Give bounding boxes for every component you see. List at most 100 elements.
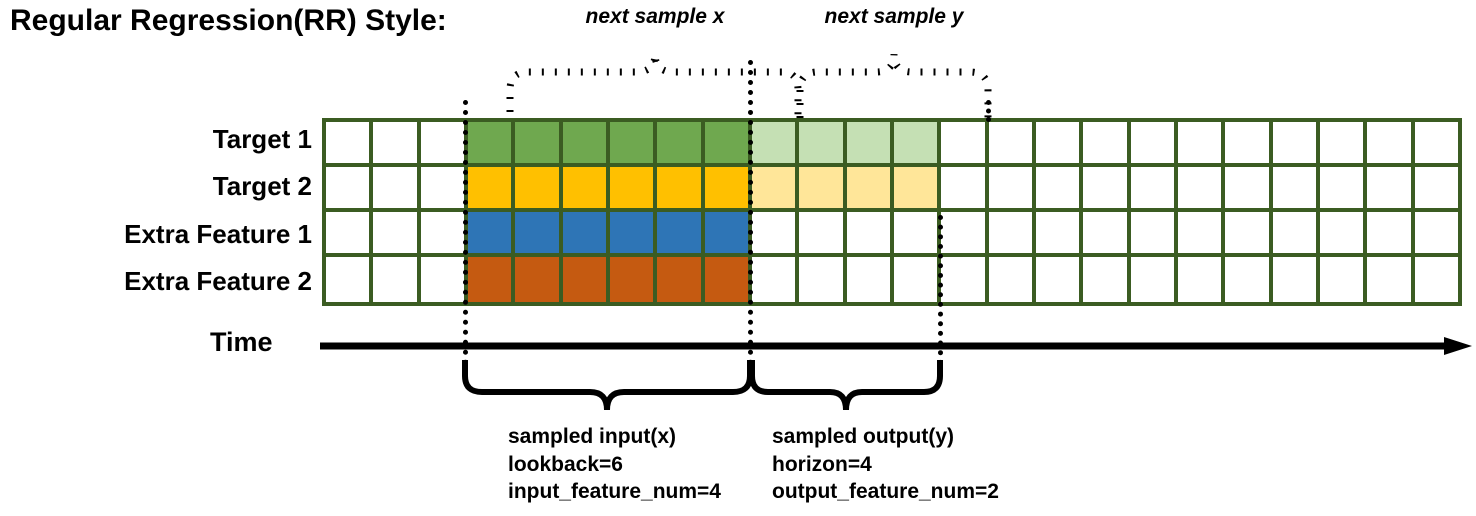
timeseries-grid: [322, 118, 1462, 306]
grid-cell-extra-feature-1-output-11: [846, 212, 894, 257]
grid-cell-extra-feature-2-blank-19: [1225, 257, 1273, 302]
grid-row-target-1: [326, 122, 1458, 167]
grid-cell-extra-feature-2-blank-18: [1177, 257, 1226, 302]
grid-cell-extra-feature-1-blank-1: [373, 212, 421, 257]
grid-cell-extra-feature-1-blank-20: [1272, 212, 1320, 257]
annotation-next-sample-y: next sample y: [824, 5, 964, 28]
grid-cell-extra-feature-2-output-12: [893, 257, 942, 302]
grid-cell-target-2-blank-17: [1130, 167, 1178, 212]
grid-cell-target-2-input-8: [704, 167, 752, 212]
grid-cell-extra-feature-2-input-8: [704, 257, 752, 302]
grid-cell-extra-feature-2-blank-1: [373, 257, 421, 302]
grid-cell-extra-feature-1-blank-22: [1367, 212, 1415, 257]
grid-cell-target-1-blank-22: [1367, 122, 1415, 167]
grid-cell-extra-feature-2-blank-16: [1083, 257, 1131, 302]
annotation-next-sample-x: next sample x: [585, 5, 725, 28]
grid-cell-extra-feature-1-input-6: [609, 212, 658, 257]
grid-cell-target-2-input-3: [467, 167, 516, 212]
grid-cell-target-2-blank-22: [1367, 167, 1415, 212]
grid-cell-target-1-blank-0: [326, 122, 374, 167]
grid-cell-target-1-blank-21: [1319, 122, 1368, 167]
grid-row-target-2: [326, 167, 1458, 212]
sampled-output-line-1: sampled output(y): [772, 425, 954, 448]
grid-cell-target-2-blank-1: [373, 167, 421, 212]
grid-cell-target-1-input-3: [467, 122, 516, 167]
grid-cell-extra-feature-1-blank-13: [941, 212, 989, 257]
grid-cell-target-1-input-8: [704, 122, 752, 167]
grid-cell-extra-feature-1-output-10: [799, 212, 847, 257]
grid-cell-extra-feature-2-input-6: [609, 257, 658, 302]
grid-cell-target-2-blank-16: [1083, 167, 1131, 212]
grid-cell-target-2-input-7: [657, 167, 705, 212]
grid-cell-extra-feature-2-output-9: [751, 257, 800, 302]
grid-cell-extra-feature-2-output-10: [799, 257, 847, 302]
grid-cell-target-2-output-10: [799, 167, 847, 212]
time-axis-label: Time: [210, 327, 273, 357]
grid-cell-target-2-output-11: [846, 167, 894, 212]
grid-cell-extra-feature-1-blank-2: [420, 212, 468, 257]
grid-cell-extra-feature-1-blank-14: [988, 212, 1036, 257]
grid-cell-target-1-blank-14: [988, 122, 1036, 167]
grid-cell-extra-feature-1-blank-21: [1319, 212, 1368, 257]
grid-cell-extra-feature-1-blank-23: [1414, 212, 1458, 257]
guide-line-output-end: [938, 215, 943, 365]
grid-cell-target-1-output-10: [799, 122, 847, 167]
grid-cell-target-2-input-4: [515, 167, 563, 212]
grid-cell-target-2-blank-2: [420, 167, 468, 212]
grid-cell-extra-feature-2-input-7: [657, 257, 705, 302]
grid-cell-extra-feature-1-blank-15: [1035, 212, 1084, 257]
grid-cell-extra-feature-1-input-5: [562, 212, 610, 257]
grid-cell-target-1-input-6: [609, 122, 658, 167]
grid-cell-extra-feature-2-blank-15: [1035, 257, 1084, 302]
grid-cell-extra-feature-2-input-4: [515, 257, 563, 302]
guide-line-input-end: [748, 60, 753, 365]
grid-cell-target-1-blank-18: [1177, 122, 1226, 167]
sampled-input-line-1: sampled input(x): [508, 425, 677, 448]
grid-cell-target-2-blank-13: [941, 167, 989, 212]
grid-cell-extra-feature-1-input-8: [704, 212, 752, 257]
row-label-list: Target 1 Target 2 Extra Feature 1 Extra …: [50, 118, 312, 306]
grid-cell-target-2-output-9: [751, 167, 800, 212]
grid-cell-extra-feature-2-input-3: [467, 257, 516, 302]
row-label-extra-feature-1: Extra Feature 1: [124, 219, 312, 249]
grid-cell-target-2-blank-18: [1177, 167, 1226, 212]
grid-cell-extra-feature-1-input-3: [467, 212, 516, 257]
grid-cell-extra-feature-1-blank-16: [1083, 212, 1131, 257]
grid-cell-target-2-blank-20: [1272, 167, 1320, 212]
grid-cell-target-2-blank-0: [326, 167, 374, 212]
annotation-sampled-output: sampled output(y) horizon=4 output_featu…: [772, 423, 999, 506]
grid-cell-target-1-blank-15: [1035, 122, 1084, 167]
grid-cell-target-1-blank-1: [373, 122, 421, 167]
sampled-input-line-2: lookback=6: [508, 452, 623, 476]
grid-cell-extra-feature-1-blank-18: [1177, 212, 1226, 257]
grid-cell-target-2-blank-15: [1035, 167, 1084, 212]
grid-cell-extra-feature-2-blank-14: [988, 257, 1036, 302]
grid-cell-target-1-blank-17: [1130, 122, 1178, 167]
grid-row-extra-feature-2: [326, 257, 1458, 302]
grid-row-extra-feature-1: [326, 212, 1458, 257]
grid-cell-extra-feature-1-input-7: [657, 212, 705, 257]
grid-cell-extra-feature-2-blank-23: [1414, 257, 1458, 302]
grid-cell-extra-feature-1-blank-17: [1130, 212, 1178, 257]
grid-cell-extra-feature-1-output-9: [751, 212, 800, 257]
grid-cell-extra-feature-2-blank-0: [326, 257, 374, 302]
grid-cell-target-1-blank-16: [1083, 122, 1131, 167]
grid-cell-target-1-blank-19: [1225, 122, 1273, 167]
grid-cell-target-1-blank-23: [1414, 122, 1458, 167]
grid-cell-extra-feature-2-blank-2: [420, 257, 468, 302]
time-axis-arrow: [320, 337, 1472, 355]
grid-cell-extra-feature-2-blank-20: [1272, 257, 1320, 302]
guide-line-output-brace-end: [986, 100, 991, 122]
grid-cell-target-1-output-12: [893, 122, 942, 167]
grid-cell-target-2-blank-19: [1225, 167, 1273, 212]
grid-cell-extra-feature-1-output-12: [893, 212, 942, 257]
grid-cell-extra-feature-2-blank-21: [1319, 257, 1368, 302]
annotation-sampled-input: sampled input(x) lookback=6 input_featur…: [508, 423, 721, 506]
grid-cell-extra-feature-1-input-4: [515, 212, 563, 257]
page-title: Regular Regression(RR) Style:: [10, 4, 447, 37]
grid-cell-target-1-output-11: [846, 122, 894, 167]
grid-cell-target-1-input-7: [657, 122, 705, 167]
grid-cell-extra-feature-2-blank-13: [941, 257, 989, 302]
grid-cell-extra-feature-1-blank-0: [326, 212, 374, 257]
